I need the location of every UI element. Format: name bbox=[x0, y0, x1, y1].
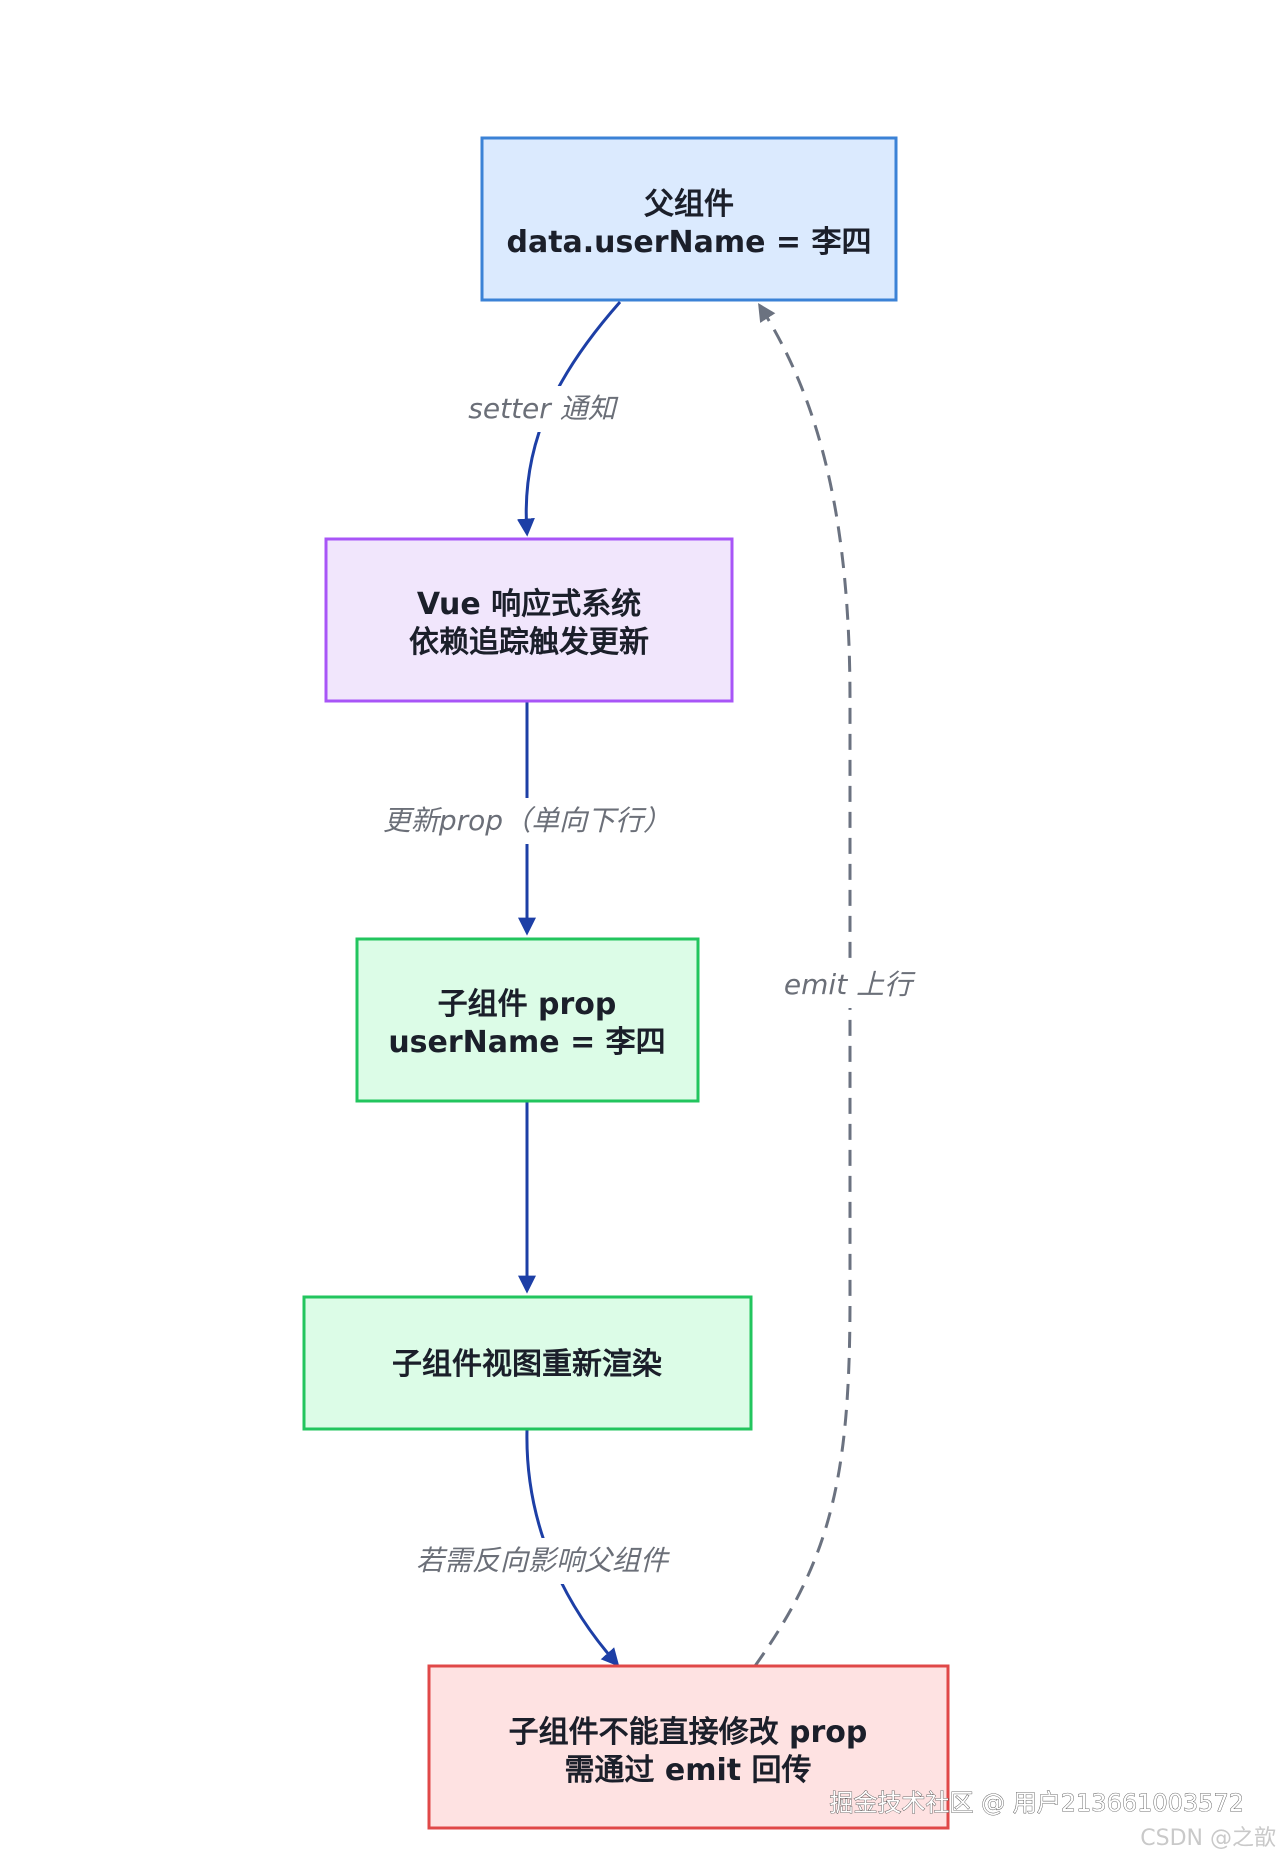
node-parent: 父组件 data.userName = 李四 bbox=[480, 136, 898, 302]
edge-emit-upward bbox=[753, 302, 852, 1667]
update-label-bg bbox=[362, 798, 692, 844]
juejin-watermark: 掘金技术社区 @ 用户213661003572 bbox=[830, 1789, 1245, 1817]
reverse-label-bg bbox=[395, 1538, 690, 1584]
update-label: 更新prop（单向下行） bbox=[383, 804, 671, 837]
node-no-modify-line2: 需通过 emit 回传 bbox=[564, 1753, 811, 1788]
node-no-modify: 子组件不能直接修改 prop 需通过 emit 回传 bbox=[427, 1664, 950, 1830]
setter-label: setter 通知 bbox=[468, 392, 618, 425]
node-child-prop-line2: userName = 李四 bbox=[388, 1025, 665, 1060]
node-child-prop: 子组件 prop userName = 李四 bbox=[355, 937, 700, 1103]
node-reactivity-line2: 依赖追踪触发更新 bbox=[409, 625, 649, 660]
node-child-render: 子组件视图重新渲染 bbox=[302, 1295, 753, 1431]
csdn-watermark: CSDN @之歆 bbox=[1140, 1826, 1276, 1851]
node-child-prop-line1: 子组件 prop bbox=[438, 987, 617, 1022]
node-reactivity: Vue 响应式系统 依赖追踪触发更新 bbox=[324, 537, 734, 703]
node-parent-line1: 父组件 bbox=[644, 187, 734, 222]
emit-label: emit 上行 bbox=[784, 968, 916, 1001]
node-no-modify-line1: 子组件不能直接修改 prop bbox=[509, 1715, 868, 1750]
node-child-render-line1: 子组件视图重新渲染 bbox=[392, 1347, 662, 1382]
node-parent-line2: data.userName = 李四 bbox=[506, 225, 871, 260]
node-reactivity-line1: Vue 响应式系统 bbox=[417, 587, 641, 622]
emit-label-bg bbox=[780, 962, 920, 1008]
setter-label-bg bbox=[462, 386, 622, 432]
reverse-label: 若需反向影响父组件 bbox=[416, 1544, 670, 1577]
